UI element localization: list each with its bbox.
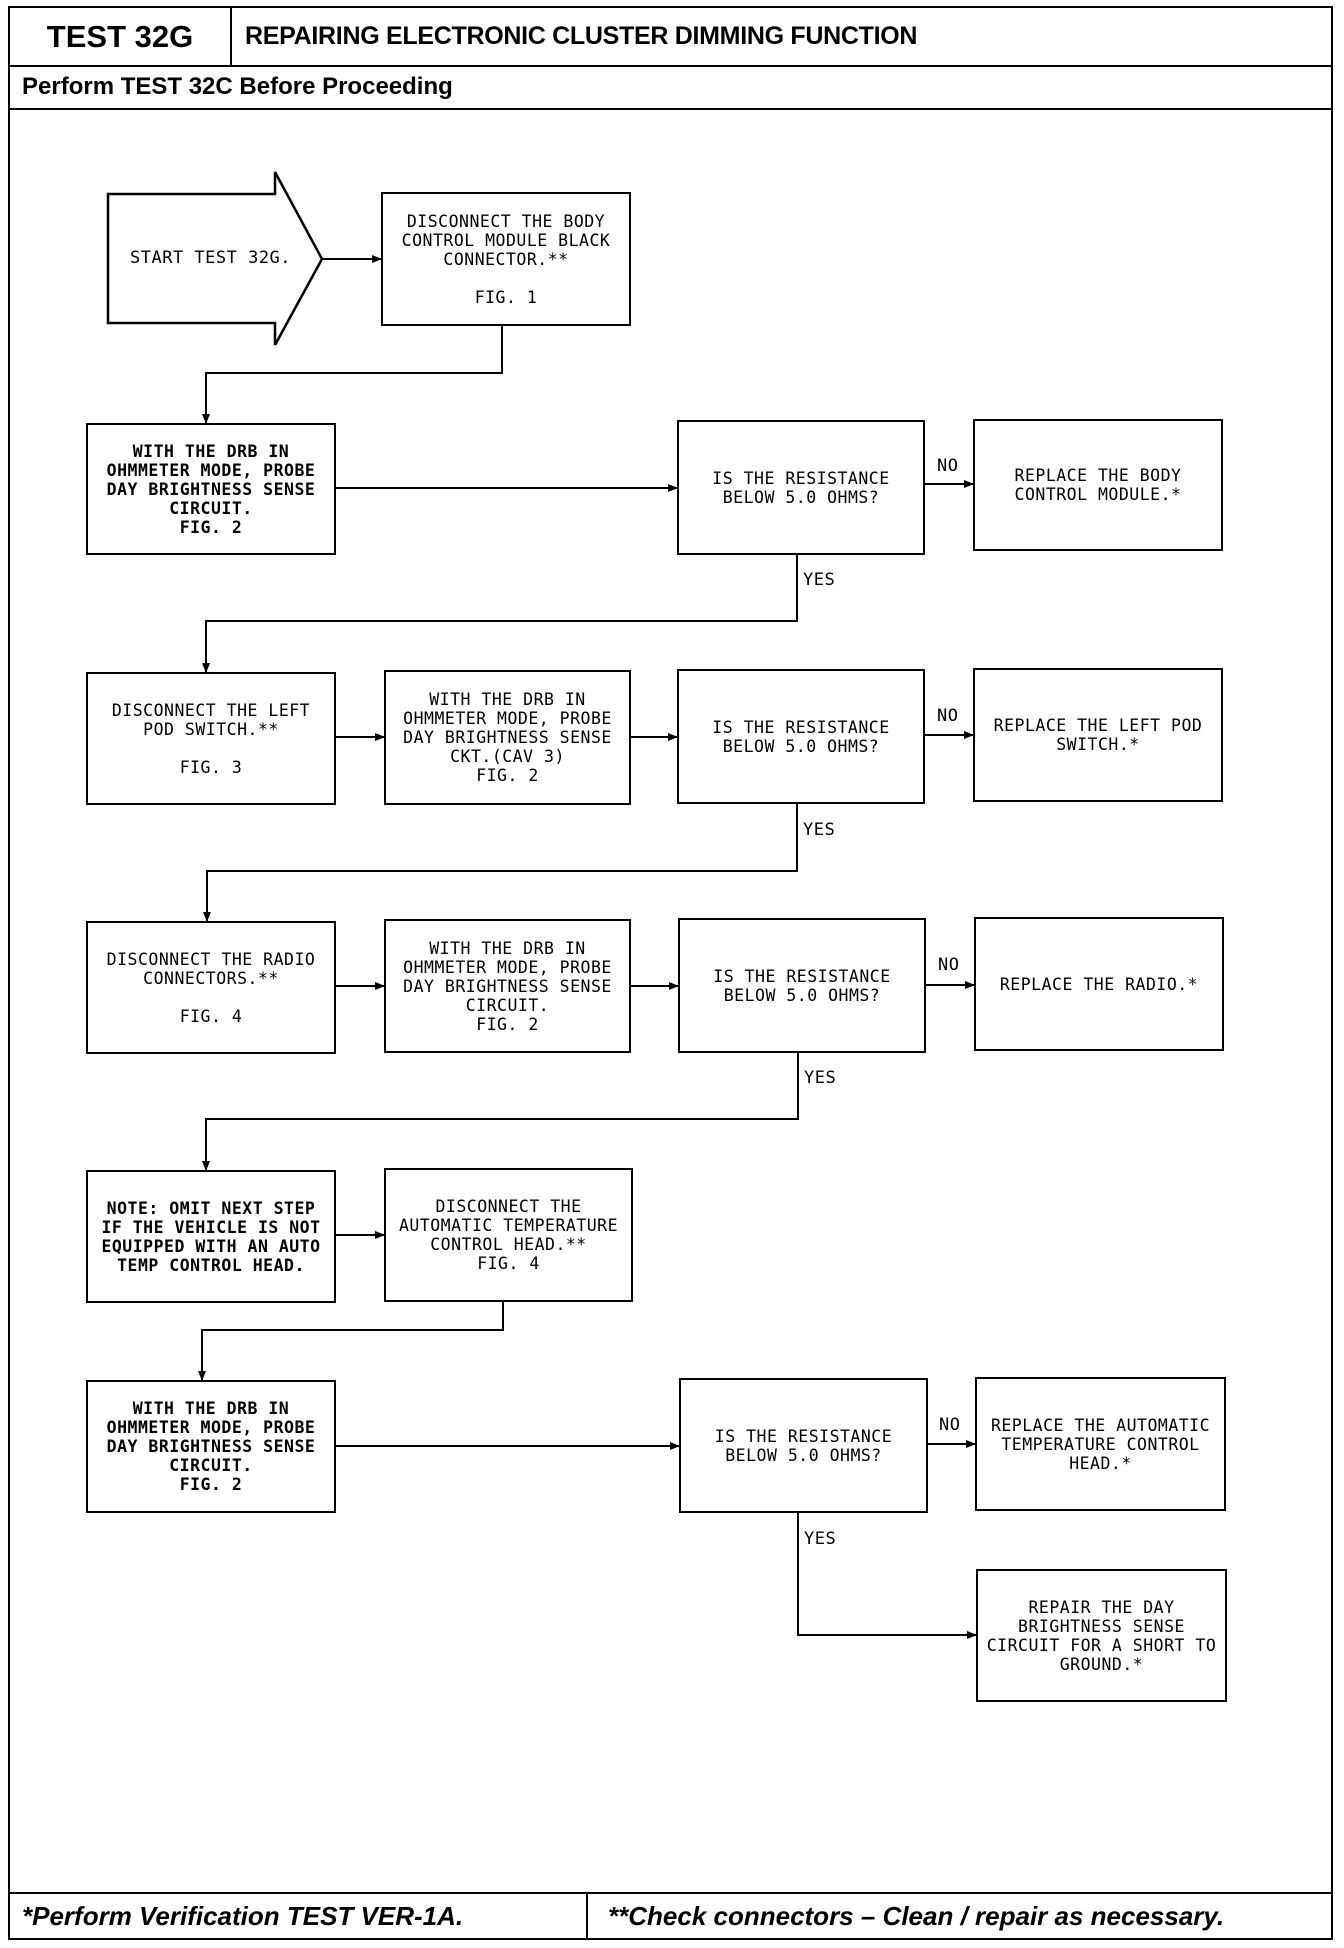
header-row: TEST 32G REPAIRING ELECTRONIC CLUSTER DI… <box>10 8 1331 67</box>
figure-ref: FIG. 4 <box>477 1254 540 1273</box>
figure-ref: FIG. 2 <box>476 766 539 785</box>
result-replace-radio: REPLACE THE RADIO.* <box>974 917 1224 1051</box>
step-disconnect-radio: DISCONNECT THE RADIO CONNECTORS.** FIG. … <box>86 921 336 1054</box>
step-probe-5: WITH THE DRB IN OHMMETER MODE, PROBE DAY… <box>86 1380 336 1513</box>
question-text: IS THE RESISTANCE BELOW 5.0 OHMS? <box>712 468 890 507</box>
no-label-3: NO <box>938 955 960 975</box>
figure-ref: FIG. 2 <box>179 517 243 537</box>
no-label-5: NO <box>939 1415 961 1435</box>
result-text: REPAIR THE DAY BRIGHTNESS SENSE CIRCUIT … <box>986 1597 1217 1674</box>
step-disconnect-atc-head: DISCONNECT THE AUTOMATIC TEMPERATURE CON… <box>384 1168 633 1302</box>
step-probe-2: WITH THE DRB IN OHMMETER MODE, PROBE DAY… <box>384 670 631 805</box>
step-text: WITH THE DRB IN OHMMETER MODE, PROBE DAY… <box>106 441 316 518</box>
result-text: REPLACE THE RADIO.* <box>999 974 1199 994</box>
yes-label-5: YES <box>804 1529 837 1549</box>
no-label-2: NO <box>937 706 959 726</box>
step-probe-3: WITH THE DRB IN OHMMETER MODE, PROBE DAY… <box>384 919 631 1053</box>
result-text: REPLACE THE LEFT POD SWITCH.* <box>993 716 1203 754</box>
yes-label-1: YES <box>803 570 836 590</box>
step-text: WITH THE DRB IN OHMMETER MODE, PROBE DAY… <box>403 690 612 766</box>
step-probe-1: WITH THE DRB IN OHMMETER MODE, PROBE DAY… <box>86 423 336 555</box>
result-text: REPLACE THE AUTOMATIC TEMPERATURE CONTRO… <box>990 1415 1211 1473</box>
step-text: DISCONNECT THE BODY CONTROL MODULE BLACK… <box>401 211 611 269</box>
figure-ref: FIG. 2 <box>476 1014 539 1034</box>
result-text: REPLACE THE BODY CONTROL MODULE.* <box>1014 466 1182 504</box>
step-text: WITH THE DRB IN OHMMETER MODE, PROBE DAY… <box>403 938 612 1015</box>
decision-resistance-2: IS THE RESISTANCE BELOW 5.0 OHMS? <box>677 669 925 804</box>
step-disconnect-bcm: DISCONNECT THE BODY CONTROL MODULE BLACK… <box>381 192 631 326</box>
question-text: IS THE RESISTANCE BELOW 5.0 OHMS? <box>712 717 890 756</box>
footer-row: *Perform Verification TEST VER-1A. **Che… <box>10 1892 1331 1938</box>
footnote-verification: *Perform Verification TEST VER-1A. <box>10 1894 588 1938</box>
result-replace-bcm: REPLACE THE BODY CONTROL MODULE.* <box>973 419 1223 551</box>
result-replace-atc-head: REPLACE THE AUTOMATIC TEMPERATURE CONTRO… <box>975 1377 1226 1511</box>
page-title: REPAIRING ELECTRONIC CLUSTER DIMMING FUN… <box>245 22 918 50</box>
step-text: DISCONNECT THE RADIO CONNECTORS.** <box>106 949 316 988</box>
decision-resistance-3: IS THE RESISTANCE BELOW 5.0 OHMS? <box>678 918 926 1053</box>
decision-resistance-1: IS THE RESISTANCE BELOW 5.0 OHMS? <box>677 420 925 555</box>
test-id: TEST 32G <box>10 8 232 65</box>
figure-ref: FIG. 3 <box>179 757 243 777</box>
note-omit-step: NOTE: OMIT NEXT STEP IF THE VEHICLE IS N… <box>86 1170 336 1303</box>
note-text: NOTE: OMIT NEXT STEP IF THE VEHICLE IS N… <box>101 1198 321 1275</box>
question-text: IS THE RESISTANCE BELOW 5.0 OHMS? <box>713 966 891 1005</box>
result-replace-left-pod: REPLACE THE LEFT POD SWITCH.* <box>973 668 1223 802</box>
footnote-connectors: **Check connectors – Clean / repair as n… <box>608 1900 1225 1931</box>
result-repair-circuit: REPAIR THE DAY BRIGHTNESS SENSE CIRCUIT … <box>976 1569 1227 1702</box>
prerequisite-row: Perform TEST 32C Before Proceeding <box>10 65 1331 110</box>
yes-label-2: YES <box>803 820 836 840</box>
figure-ref: FIG. 4 <box>179 1006 243 1026</box>
figure-ref: FIG. 2 <box>179 1475 243 1494</box>
figure-ref: FIG. 1 <box>474 287 538 307</box>
step-text: DISCONNECT THE AUTOMATIC TEMPERATURE CON… <box>398 1197 619 1254</box>
start-label: START TEST 32G. <box>130 248 292 268</box>
step-text: WITH THE DRB IN OHMMETER MODE, PROBE DAY… <box>106 1399 316 1475</box>
question-text: IS THE RESISTANCE BELOW 5.0 OHMS? <box>714 1426 893 1465</box>
step-disconnect-left-pod: DISCONNECT THE LEFT POD SWITCH.** FIG. 3 <box>86 672 336 805</box>
start-arrow-shape <box>106 171 324 346</box>
decision-resistance-5: IS THE RESISTANCE BELOW 5.0 OHMS? <box>679 1378 928 1513</box>
no-label-1: NO <box>937 456 959 476</box>
prerequisite-text: Perform TEST 32C Before Proceeding <box>22 73 453 100</box>
step-text: DISCONNECT THE LEFT POD SWITCH.** <box>111 700 311 739</box>
yes-label-3: YES <box>804 1068 837 1088</box>
